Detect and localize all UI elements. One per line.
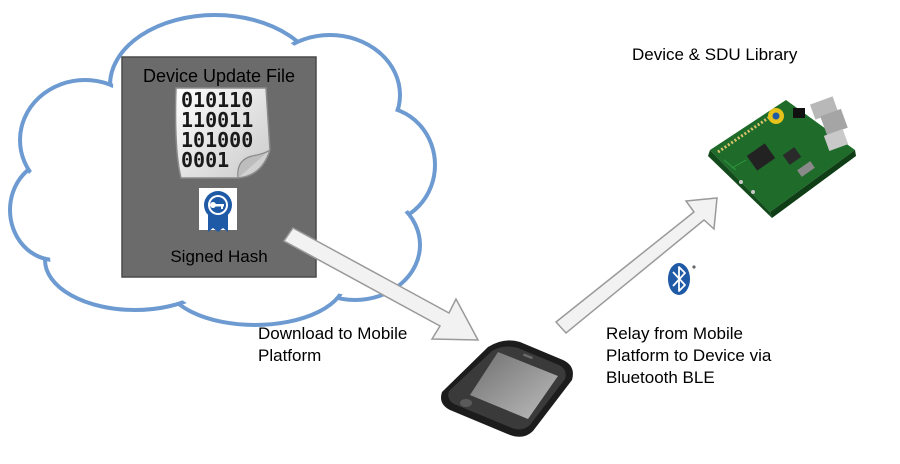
binary-line: 0001	[181, 148, 229, 172]
download-arrow	[282, 227, 480, 341]
certificate-icon	[199, 188, 237, 232]
document-icon: 010110 110011 101000 0001	[174, 87, 271, 179]
download-label: Download to Mobile Platform	[258, 324, 408, 365]
binary-line: 101000	[181, 128, 253, 152]
relay-label: Relay from Mobile Platform to Device via…	[606, 324, 772, 387]
binary-line: 110011	[181, 108, 253, 132]
binary-line: 010110	[181, 88, 253, 112]
device-title: Device & SDU Library	[632, 45, 798, 64]
signed-hash-label: Signed Hash	[170, 247, 268, 266]
bluetooth-icon	[668, 263, 696, 295]
circuit-board-icon	[708, 96, 856, 218]
relay-arrow	[554, 197, 718, 335]
smartphone-icon	[441, 340, 573, 437]
update-file-title: Device Update File	[142, 66, 296, 86]
